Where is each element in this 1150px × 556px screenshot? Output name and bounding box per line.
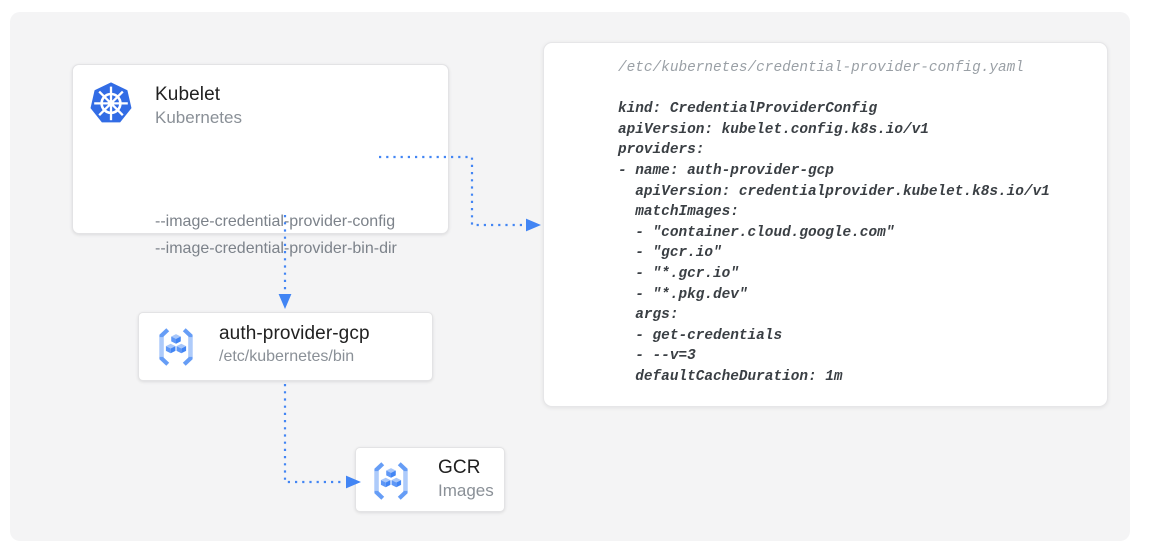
auth-card-text: auth-provider-gcp /etc/kubernetes/bin (219, 322, 370, 368)
cubes (165, 334, 187, 354)
kubernetes-icon (90, 82, 132, 123)
cubes (380, 468, 402, 488)
kubelet-flags: --image-credential-provider-config --ima… (155, 208, 397, 262)
kubelet-card-text: Kubelet Kubernetes (155, 83, 242, 129)
gcr-card-text: GCR Images (438, 456, 494, 502)
gcr-subtitle: Images (438, 481, 494, 500)
auth-provider-path: /etc/kubernetes/bin (219, 348, 355, 365)
helm-wheel-hub (107, 100, 115, 107)
kubelet-subtitle: Kubernetes (155, 108, 242, 127)
flag-image-credential-provider-config: --image-credential-provider-config (155, 213, 396, 230)
flag-image-credential-provider-bin-dir: --image-credential-provider-bin-dir (155, 240, 397, 257)
container-registry-icon (159, 328, 193, 366)
gcr-card: GCR Images (355, 447, 505, 512)
config-file-path: /etc/kubernetes/credential-provider-conf… (618, 60, 1024, 76)
kubelet-card: Kubelet Kubernetes --image-credential-pr… (72, 64, 449, 257)
kubelet-title: Kubelet (155, 84, 221, 105)
container-registry-icon (374, 462, 408, 500)
gcr-title: GCR (438, 457, 481, 478)
credential-provider-config-card: /etc/kubernetes/credential-provider-conf… (543, 42, 1108, 407)
helm-wheel-rim (100, 92, 122, 115)
config-yaml-code: kind: CredentialProviderConfig apiVersio… (618, 101, 1050, 385)
auth-provider-title: auth-provider-gcp (219, 323, 370, 344)
auth-provider-gcp-card: auth-provider-gcp /etc/kubernetes/bin (138, 312, 433, 381)
